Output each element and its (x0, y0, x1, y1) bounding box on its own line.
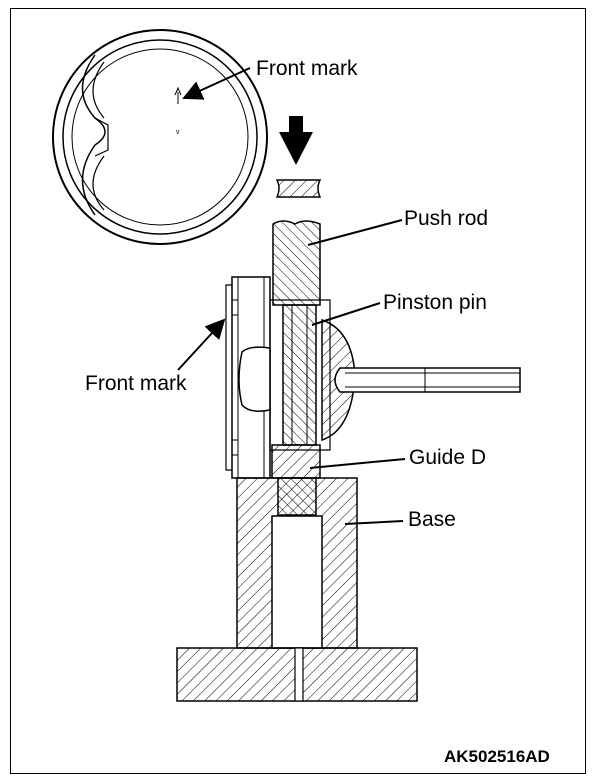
push-rod-leader (307, 219, 403, 246)
piston-top-view: v (52, 29, 268, 245)
push-rod (272, 220, 321, 306)
front-mark-side-leader (177, 318, 226, 371)
piston-pin-label: Pinston pin (383, 291, 487, 314)
front-mark-side-label: Front mark (85, 372, 187, 395)
push-rod-cap (275, 179, 322, 198)
figure-frame (10, 8, 586, 774)
piston-pin-leader (311, 302, 381, 326)
piston-side-view (225, 276, 331, 479)
connecting-rod (321, 318, 521, 442)
figure-code: AK502516AD (444, 747, 550, 766)
guide-d-label: Guide D (409, 446, 487, 469)
guide-d-leader (309, 458, 406, 469)
piston-pin (282, 304, 317, 446)
push-rod-label: Push rod (404, 207, 489, 230)
base (176, 477, 418, 702)
base-leader (344, 520, 404, 525)
front-mark-top-label: Front mark (256, 57, 358, 80)
svg-text:v: v (176, 129, 180, 136)
press-force-arrow (279, 116, 313, 165)
front-mark-top-leader (182, 67, 251, 100)
base-label: Base (408, 508, 456, 531)
